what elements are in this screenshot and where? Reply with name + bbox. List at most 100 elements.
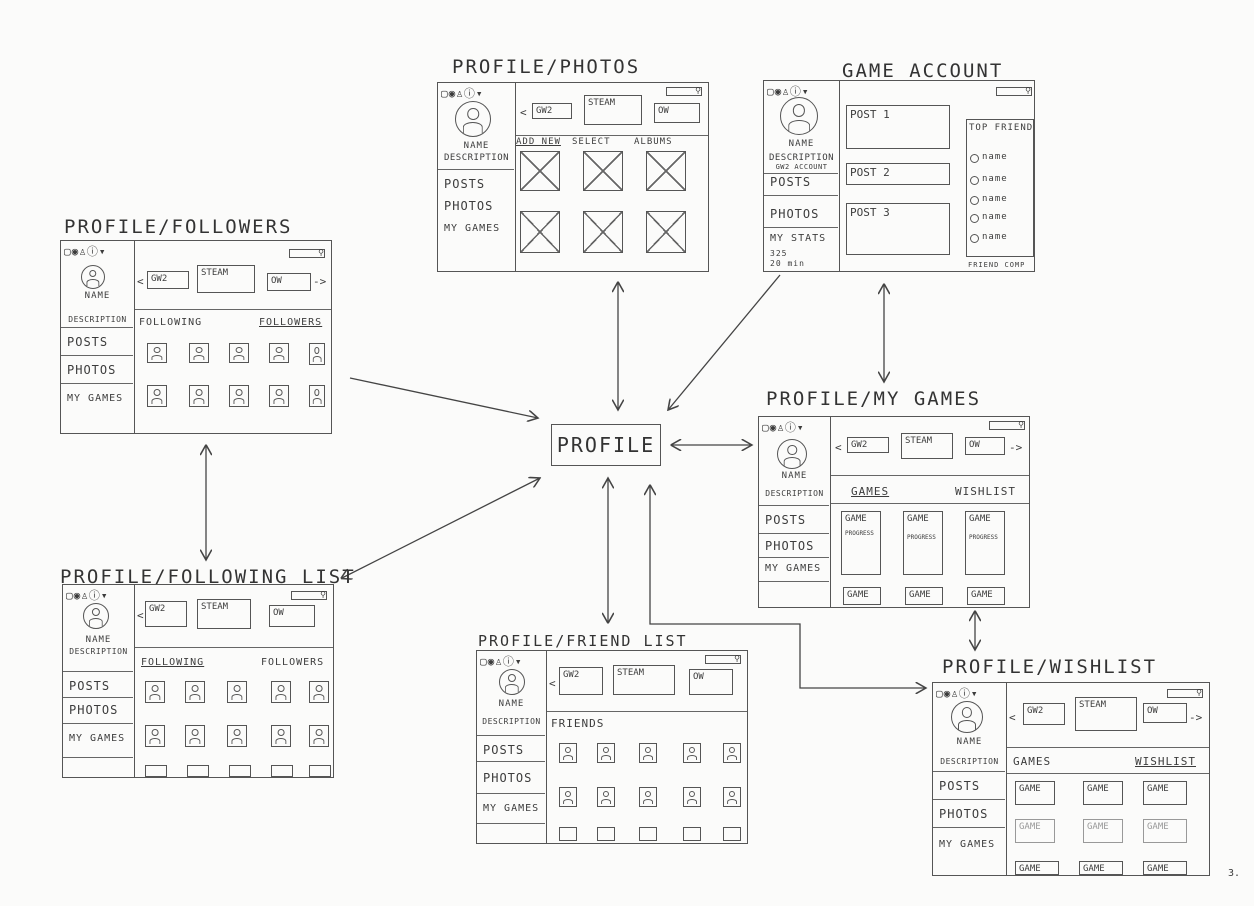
game-card[interactable]: GAME bbox=[967, 587, 1005, 605]
nav-posts[interactable]: POSTS bbox=[765, 513, 807, 527]
arrow-right-icon[interactable]: -> bbox=[313, 275, 327, 288]
tab-ow[interactable]: OW bbox=[689, 669, 733, 695]
tab-gw2[interactable]: GW2 bbox=[145, 601, 187, 627]
post-card[interactable]: POST 1 bbox=[846, 105, 950, 149]
friend-name[interactable]: name bbox=[982, 194, 1008, 204]
nav-posts[interactable]: POSTS bbox=[939, 779, 981, 793]
following-card[interactable] bbox=[185, 725, 205, 747]
wishlist-game-card[interactable]: GAME bbox=[1079, 861, 1123, 875]
tab-games[interactable]: GAMES bbox=[851, 485, 890, 498]
photo-thumbnail[interactable] bbox=[583, 211, 623, 253]
nav-photos[interactable]: PHOTOS bbox=[483, 771, 533, 785]
game-card[interactable]: GAME bbox=[843, 587, 881, 605]
tab-steam[interactable]: STEAM bbox=[901, 433, 953, 459]
friend-card[interactable] bbox=[559, 787, 577, 807]
friend-card[interactable] bbox=[723, 743, 741, 763]
friend-card[interactable] bbox=[559, 743, 577, 763]
nav-photos[interactable]: PHOTOS bbox=[69, 703, 119, 717]
friend-card[interactable] bbox=[597, 827, 615, 841]
tab-games[interactable]: GAMES bbox=[1013, 755, 1052, 768]
wishlist-game-card[interactable]: GAME bbox=[1083, 781, 1123, 805]
wishlist-game-card[interactable]: GAME bbox=[1143, 861, 1187, 875]
following-card[interactable] bbox=[271, 765, 293, 777]
game-card[interactable]: GAME PROGRESS bbox=[965, 511, 1005, 575]
tab-steam[interactable]: STEAM bbox=[197, 265, 255, 293]
arrow-left-icon[interactable]: < bbox=[549, 677, 556, 690]
follower-card[interactable] bbox=[309, 343, 325, 365]
friend-comp-link[interactable]: FRIEND COMP bbox=[968, 261, 1026, 269]
game-card[interactable]: GAME bbox=[905, 587, 943, 605]
tab-steam[interactable]: STEAM bbox=[584, 95, 642, 125]
following-card[interactable] bbox=[271, 681, 291, 703]
following-card[interactable] bbox=[227, 725, 247, 747]
nav-posts[interactable]: POSTS bbox=[67, 335, 109, 349]
photo-thumbnail[interactable] bbox=[583, 151, 623, 191]
tab-gw2[interactable]: GW2 bbox=[147, 271, 189, 289]
follower-card[interactable] bbox=[309, 385, 325, 407]
follower-card[interactable] bbox=[269, 385, 289, 407]
following-card[interactable] bbox=[185, 681, 205, 703]
nav-my-games[interactable]: MY GAMES bbox=[939, 839, 996, 850]
nav-posts[interactable]: POSTS bbox=[770, 175, 812, 189]
tab-ow[interactable]: OW bbox=[269, 605, 315, 627]
tab-ow[interactable]: OW bbox=[965, 437, 1005, 455]
wishlist-game-card[interactable]: GAME bbox=[1015, 861, 1059, 875]
friend-name[interactable]: name bbox=[982, 152, 1008, 162]
wishlist-game-card[interactable]: GAME bbox=[1015, 819, 1055, 843]
nav-photos[interactable]: PHOTOS bbox=[444, 199, 494, 213]
friend-card[interactable] bbox=[559, 827, 577, 841]
tab-steam[interactable]: STEAM bbox=[197, 599, 251, 629]
tab-gw2[interactable]: GW2 bbox=[532, 103, 572, 119]
friend-card[interactable] bbox=[639, 827, 657, 841]
nav-my-games[interactable]: MY GAMES bbox=[69, 733, 126, 744]
nav-my-games[interactable]: MY GAMES bbox=[67, 393, 124, 404]
friend-card[interactable] bbox=[639, 787, 657, 807]
tab-following[interactable]: FOLLOWING bbox=[141, 657, 205, 668]
wishlist-game-card[interactable]: GAME bbox=[1143, 781, 1187, 805]
search-icon[interactable]: ⚲ bbox=[666, 87, 702, 96]
following-card[interactable] bbox=[227, 681, 247, 703]
friend-name[interactable]: name bbox=[982, 232, 1008, 242]
nav-my-games[interactable]: MY GAMES bbox=[765, 563, 822, 574]
nav-my-stats[interactable]: MY STATS bbox=[770, 233, 827, 244]
following-card[interactable] bbox=[309, 681, 329, 703]
arrow-right-icon[interactable]: -> bbox=[1009, 441, 1023, 454]
friend-card[interactable] bbox=[639, 743, 657, 763]
follower-card[interactable] bbox=[229, 343, 249, 363]
following-card[interactable] bbox=[145, 765, 167, 777]
following-card[interactable] bbox=[309, 725, 329, 747]
photo-thumbnail[interactable] bbox=[520, 211, 560, 253]
photo-thumbnail[interactable] bbox=[646, 211, 686, 253]
tab-ow[interactable]: OW bbox=[267, 273, 311, 291]
following-card[interactable] bbox=[229, 765, 251, 777]
friend-card[interactable] bbox=[597, 743, 615, 763]
nav-photos[interactable]: PHOTOS bbox=[67, 363, 117, 377]
add-new-button[interactable]: ADD NEW bbox=[516, 137, 561, 147]
nav-posts[interactable]: POSTS bbox=[69, 679, 111, 693]
search-icon[interactable]: ⚲ bbox=[996, 87, 1032, 96]
arrow-left-icon[interactable]: < bbox=[835, 441, 842, 454]
tab-following[interactable]: FOLLOWING bbox=[139, 317, 203, 328]
friend-name[interactable]: name bbox=[982, 174, 1008, 184]
tab-followers[interactable]: FOLLOWERS bbox=[261, 657, 325, 668]
friend-card[interactable] bbox=[683, 827, 701, 841]
nav-photos[interactable]: PHOTOS bbox=[765, 539, 815, 553]
following-card[interactable] bbox=[271, 725, 291, 747]
following-card[interactable] bbox=[145, 725, 165, 747]
arrow-left-icon[interactable]: < bbox=[137, 275, 144, 288]
nav-photos[interactable]: PHOTOS bbox=[939, 807, 989, 821]
wishlist-game-card[interactable]: GAME bbox=[1083, 819, 1123, 843]
follower-card[interactable] bbox=[229, 385, 249, 407]
arrow-right-icon[interactable]: -> bbox=[1189, 711, 1203, 724]
following-card[interactable] bbox=[309, 765, 331, 777]
arrow-left-icon[interactable]: < bbox=[520, 106, 527, 119]
post-card[interactable]: POST 2 bbox=[846, 163, 950, 185]
tab-gw2[interactable]: GW2 bbox=[847, 437, 889, 453]
follower-card[interactable] bbox=[147, 343, 167, 363]
tab-ow[interactable]: OW bbox=[654, 103, 700, 123]
friend-card[interactable] bbox=[683, 743, 701, 763]
friend-card[interactable] bbox=[723, 827, 741, 841]
nav-photos[interactable]: PHOTOS bbox=[770, 207, 820, 221]
tab-gw2[interactable]: GW2 bbox=[559, 667, 603, 695]
post-card[interactable]: POST 3 bbox=[846, 203, 950, 255]
